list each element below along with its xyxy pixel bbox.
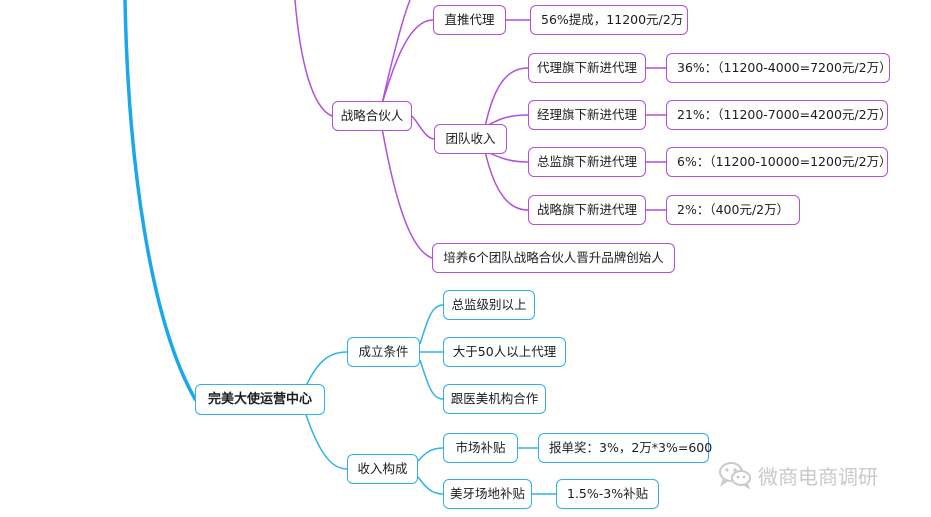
node-daili-rate[interactable]: 36%：（11200-4000=7200元/2万）	[666, 53, 892, 83]
node-cond-50[interactable]: 大于50人以上代理	[443, 337, 566, 367]
node-daili-xia[interactable]: 代理旗下新进代理	[528, 53, 646, 83]
edge-zhanlue	[294, 0, 333, 117]
edge-zhanlue-top	[381, 0, 411, 105]
node-zongjian-rate[interactable]: 6%：（11200-10000=1200元/2万）	[666, 147, 892, 177]
node-zhanlue-xia[interactable]: 战略旗下新进代理	[528, 195, 646, 225]
trunk-line	[123, 0, 197, 401]
watermark-text: 微商电商调研	[758, 464, 878, 489]
edge-zhanlue-zhitui	[381, 19, 434, 105]
edge-chengli-cond3	[419, 359, 444, 400]
watermark: 微商电商调研	[718, 458, 878, 492]
node-peiyang[interactable]: 培养6个团队战略合伙人晋升品牌创始人	[432, 243, 675, 273]
node-zhitui-daili[interactable]: 直推代理	[433, 5, 506, 35]
edge-wanmei-chengli	[304, 351, 348, 389]
node-zhanlue-partner[interactable]: 战略合伙人	[332, 101, 412, 131]
edge-chengli-cond1	[419, 304, 444, 345]
edge-zhanlue-tuandui	[411, 115, 435, 140]
wechat-icon	[718, 461, 752, 489]
node-shichang-subsidy[interactable]: 市场补贴	[443, 433, 518, 463]
node-shouru-composition[interactable]: 收入构成	[347, 454, 418, 484]
node-shichang-rate[interactable]: 报单奖：3%，2万*3%=600	[538, 433, 712, 463]
edge-tuandui-daili	[484, 67, 529, 128]
edge-tuandui-zhanlue	[484, 150, 529, 211]
node-chengli-conditions[interactable]: 成立条件	[347, 337, 420, 367]
node-zhanlue-rate[interactable]: 2%：（400元/2万）	[666, 195, 800, 225]
node-zongjian-xia[interactable]: 总监旗下新进代理	[528, 147, 646, 177]
edge-zhanlue-peiyang	[381, 127, 433, 259]
node-tuandui-income[interactable]: 团队收入	[434, 124, 507, 154]
node-cond-zongjian[interactable]: 总监级别以上	[443, 290, 535, 320]
edge-shouru-shichang	[417, 447, 444, 462]
node-jingli-xia[interactable]: 经理旗下新进代理	[528, 100, 646, 130]
edge-wanmei-shouru	[304, 411, 348, 470]
node-meiya-rate[interactable]: 1.5%-3%补贴	[556, 479, 659, 509]
node-zhitui-rate[interactable]: 56%提成，11200元/2万	[530, 5, 688, 35]
edge-shouru-meiya	[417, 476, 444, 495]
node-meiya-subsidy[interactable]: 美牙场地补贴	[443, 479, 532, 509]
node-wanmei-center[interactable]: 完美大使运营中心	[195, 384, 325, 415]
node-cond-yimei[interactable]: 跟医美机构合作	[443, 384, 546, 414]
node-jingli-rate[interactable]: 21%：（11200-7000=4200元/2万）	[666, 100, 892, 130]
